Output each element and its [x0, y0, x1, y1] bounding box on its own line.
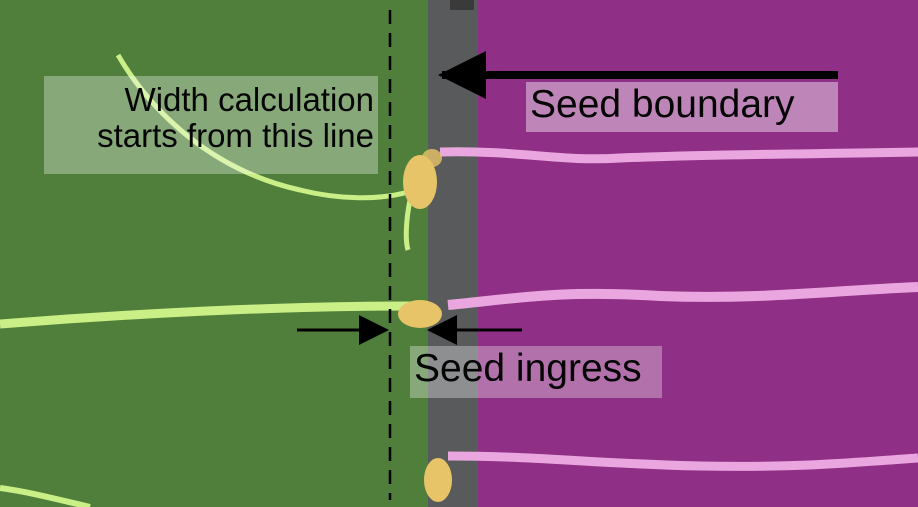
width-label-line-2: starts from this line [97, 116, 374, 154]
shoot-top-curl [403, 199, 413, 251]
shoot-middle [0, 301, 411, 329]
seed-middle [398, 300, 442, 328]
root-bottom [447, 451, 918, 471]
seed-ingress-label: Seed ingress [410, 346, 662, 398]
top-block [450, 0, 474, 10]
seed-bottom [424, 458, 452, 502]
shoot-bottom [0, 485, 91, 507]
width-calculation-label: Width calculation starts from this line [44, 76, 378, 174]
seed-boundary-label: Seed boundary [526, 82, 838, 132]
root-middle [447, 282, 918, 310]
width-label-line-1: Width calculation [124, 81, 374, 118]
root-top [439, 147, 918, 164]
green-region [0, 0, 428, 507]
seed-top [403, 155, 437, 209]
shoot-top [115, 53, 409, 201]
purple-region [478, 0, 918, 507]
